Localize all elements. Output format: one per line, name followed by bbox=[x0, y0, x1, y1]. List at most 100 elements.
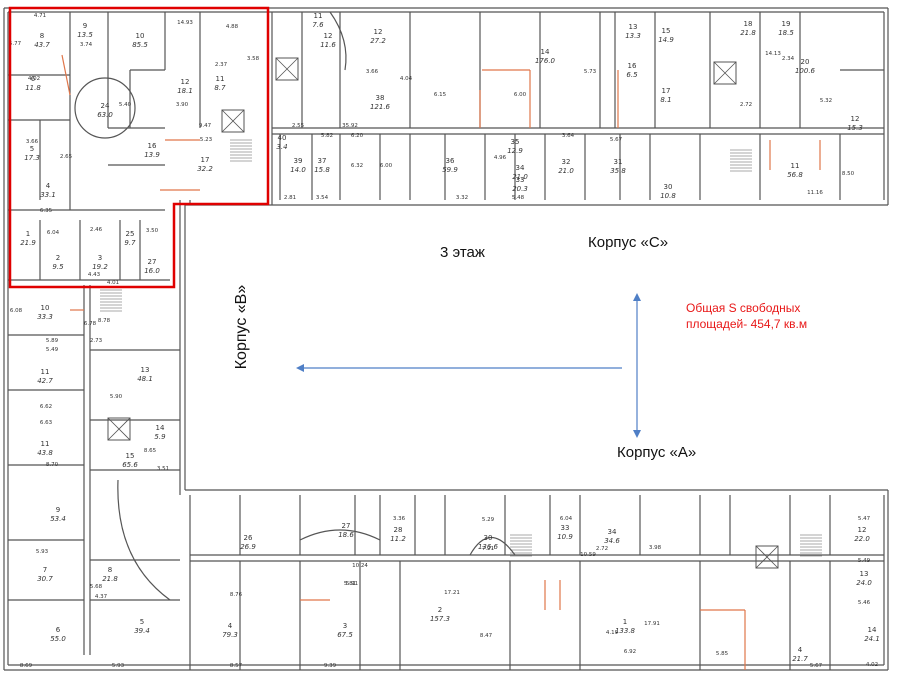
room-label: 421.7 bbox=[792, 646, 808, 663]
room-area: 63.0 bbox=[97, 111, 113, 119]
room-number: 12 bbox=[374, 28, 383, 36]
room-area: 9.7 bbox=[124, 239, 136, 247]
room-area: 176.0 bbox=[535, 57, 556, 65]
room-label: 517.3 bbox=[24, 145, 40, 162]
dimension-label: 5.67 bbox=[810, 663, 823, 669]
dimension-label: 5.77 bbox=[9, 41, 22, 47]
room-number: 28 bbox=[394, 526, 403, 534]
room-label: 821.8 bbox=[102, 566, 118, 583]
dimension-label: 14.93 bbox=[177, 20, 193, 26]
dimension-label: 3.50 bbox=[146, 228, 159, 234]
room-number: 17 bbox=[662, 87, 671, 95]
room-number: 11 bbox=[41, 440, 50, 448]
room-area: 67.5 bbox=[337, 631, 353, 639]
room-number: 8 bbox=[108, 566, 112, 574]
room-number: 2 bbox=[56, 254, 60, 262]
room-number: 33 bbox=[561, 524, 570, 532]
room-area: 17.3 bbox=[24, 154, 40, 162]
dimension-label: 4.71 bbox=[34, 13, 46, 19]
room-label: 655.0 bbox=[50, 626, 66, 643]
dimension-label: 14.13 bbox=[765, 51, 781, 57]
stair-run bbox=[230, 139, 252, 162]
room-area: 7.6 bbox=[312, 21, 324, 29]
room-area: 121.6 bbox=[370, 103, 391, 111]
dimension-label: 5.48 bbox=[512, 195, 525, 201]
dimension-label: 2.81 bbox=[284, 195, 296, 201]
room-area: 85.5 bbox=[132, 41, 148, 49]
room-label: 953.4 bbox=[50, 506, 66, 523]
room-number: 5 bbox=[30, 145, 34, 153]
room-area: 35.8 bbox=[610, 167, 626, 175]
room-number: 15 bbox=[662, 27, 671, 35]
dimension-label: 8.57 bbox=[230, 663, 243, 669]
room-area: 79.3 bbox=[222, 631, 238, 639]
room-area: 26.9 bbox=[240, 543, 256, 551]
room-area: 39.4 bbox=[134, 627, 150, 635]
room-label: 403.4 bbox=[276, 134, 287, 151]
room-area: 18.6 bbox=[338, 531, 354, 539]
wing-a-label: Корпус «А» bbox=[617, 444, 697, 461]
room-area: 13.9 bbox=[144, 151, 160, 159]
room-area: 19.2 bbox=[92, 263, 108, 271]
room-label: 259.7 bbox=[124, 230, 136, 247]
stair-cross bbox=[755, 545, 779, 569]
room-label: 166.5 bbox=[626, 62, 638, 79]
room-number: 39 bbox=[294, 157, 303, 165]
room-area: 11.2 bbox=[390, 535, 406, 543]
dimension-label: 6.32 bbox=[351, 163, 363, 169]
room-number: 33 bbox=[516, 176, 525, 184]
curved-corridor-wall bbox=[329, 11, 347, 71]
room-area: 21.0 bbox=[558, 167, 574, 175]
free-area-line-2: площадей- 454,7 кв.м bbox=[686, 317, 808, 331]
room-area: 65.6 bbox=[122, 461, 138, 469]
stair-shaft bbox=[275, 57, 299, 81]
room-number: 12 bbox=[324, 32, 333, 40]
room-area: 21.9 bbox=[20, 239, 36, 247]
partition-segment bbox=[61, 54, 71, 96]
room-number: 13 bbox=[860, 570, 869, 578]
dimension-label: 8.47 bbox=[480, 633, 493, 639]
room-area: 43.7 bbox=[34, 41, 50, 49]
stair-shaft bbox=[107, 417, 131, 441]
dimension-label: 3.51 bbox=[157, 466, 169, 472]
room-label: 539.4 bbox=[134, 618, 150, 635]
annotation-overlay bbox=[8, 6, 641, 438]
dimension-label: 5.40 bbox=[119, 102, 132, 108]
dimension-label: 4.43 bbox=[88, 272, 101, 278]
room-label: 319.2 bbox=[92, 254, 108, 271]
room-number: 30 bbox=[484, 534, 493, 542]
room-number: 27 bbox=[148, 258, 157, 266]
dimension-label: 3.66 bbox=[26, 139, 39, 145]
dimension-label: 6.08 bbox=[10, 308, 23, 314]
room-number: 11 bbox=[216, 75, 225, 83]
stair-symbols bbox=[100, 57, 822, 569]
room-number: 16 bbox=[628, 62, 637, 70]
room-label: 145.9 bbox=[154, 424, 166, 441]
room-area: 48.1 bbox=[137, 375, 153, 383]
stair-cross bbox=[275, 57, 299, 81]
dimension-label: 5.47 bbox=[858, 516, 871, 522]
room-area: 11.6 bbox=[320, 41, 336, 49]
dimension-label: 5.93 bbox=[112, 663, 125, 669]
curved-corridor-wall bbox=[469, 537, 516, 556]
dimension-label: 2.55 bbox=[292, 123, 305, 129]
dimension-label: 4.04 bbox=[400, 76, 413, 82]
stair-shaft bbox=[755, 545, 779, 569]
room-number: 31 bbox=[614, 158, 623, 166]
dimension-label: 8.78 bbox=[98, 318, 111, 324]
room-number: 6 bbox=[56, 626, 61, 634]
